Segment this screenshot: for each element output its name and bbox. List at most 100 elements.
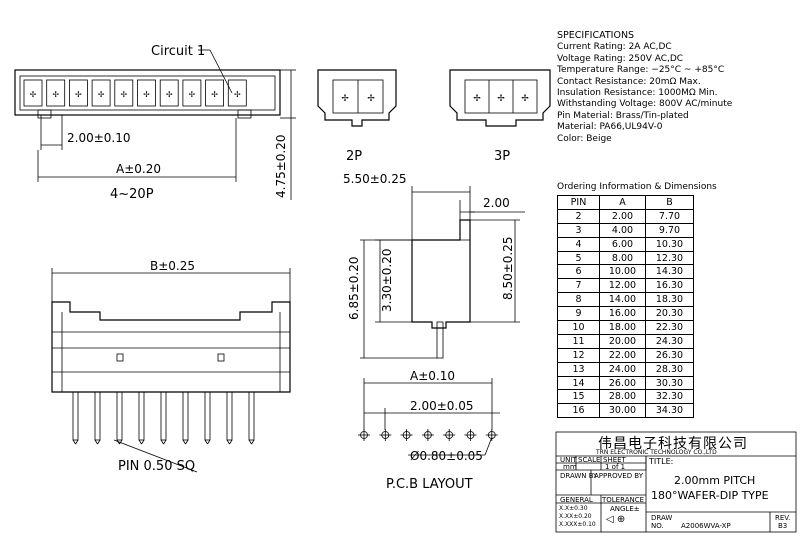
approved-by-label: APPROVED BY [594,472,644,480]
tolerance-1: X.X±0.30 [559,505,588,512]
pin-tip [138,439,142,445]
spec-line: Insulation Resistance: 1000MΩ Min. [557,88,718,99]
svg-text:✢: ✢ [497,94,505,104]
pin-mark-icon: ✢ [30,90,37,99]
pcb-holes [358,429,498,441]
table-cell: 32.30 [645,389,694,405]
table-cell: 10 [557,320,600,335]
rev-label: REV. [775,514,791,522]
view-3p: ✢ ✢ ✢ [449,69,551,127]
width-small-dim: 2.00 [483,196,510,210]
col-header-a: A [599,195,646,210]
sheet-label: SHEET [603,456,626,464]
table-cell: 2.00 [599,208,646,224]
pin-lead [204,391,211,441]
table-cell: 8 [557,292,600,308]
contact-slot [182,79,202,107]
spec-line: Material: PA66,UL94V-0 [557,122,663,133]
contact-slot [114,79,134,107]
table-cell: 18.30 [645,292,694,308]
front-view-pins [72,391,255,445]
scale-label: SCALE [578,456,601,464]
pin-tip [248,439,252,445]
pin-lead [182,391,189,441]
table-cell: 20.30 [645,306,694,322]
pin-mark-icon: ✢ [143,90,150,99]
table-cell: 14.00 [599,292,646,308]
contact-slot [205,79,225,107]
contact-slot [227,79,247,107]
table-cell: 30.30 [645,375,694,391]
table-cell: 7 [557,278,600,294]
rev-value: B3 [778,522,788,530]
pin-label: PIN 0.50 SQ [118,459,195,474]
table-cell: 7.70 [645,208,694,224]
table-cell: 4.00 [599,222,646,238]
pin-tip [141,439,145,445]
col-header-b: B [645,195,694,210]
table-cell: 14 [557,375,600,391]
pcb-layout-title: P.C.B LAYOUT [386,477,473,492]
pin-tip [163,439,167,445]
pitch-dim-top: 2.00±0.10 [67,131,131,145]
contact-slot [159,79,179,107]
top-view-contacts: ✢✢✢✢✢✢✢✢✢✢ [23,79,247,107]
table-cell: 20.00 [599,333,646,349]
pin-mark-icon: ✢ [120,90,127,99]
height-330-dim: 3.30±0.20 [380,249,394,313]
table-cell: 8.00 [599,250,646,266]
hole-dim: Ø0.80±0.05 [410,449,483,463]
table-cell: 28.00 [599,389,646,405]
pin-tip [226,439,230,445]
table-cell: 12.00 [599,278,646,294]
pin-tip [251,439,255,445]
general-label: GENERAL [560,496,593,504]
spec-line: Temperature Range: −25°C ~ +85°C [557,65,725,76]
pin-tip [160,439,164,445]
drawn-by-label: DRAWN BY [560,472,598,480]
spec-line: Contact Resistance: 20mΩ Max. [557,76,701,87]
pin-mark-icon: ✢ [166,90,173,99]
pcb-layout [358,378,500,456]
pin-lead [116,391,123,441]
table-cell: 2 [557,208,600,224]
pin-tip [97,439,101,445]
height-dim: 4.75±0.20 [274,135,288,199]
svg-text:✢: ✢ [521,94,529,104]
table-cell: 6.00 [599,236,646,252]
unit-label: UNIT [560,456,577,464]
pin-tip [204,439,208,445]
specifications: SPECIFICATIONS Current Rating: 2A AC,DC … [557,30,732,145]
spec-line: Pin Material: Brass/Tin-plated [557,110,689,121]
table-header-row: PIN A B [557,195,694,210]
pin-lead [138,391,145,441]
table-cell: 12.30 [645,250,694,266]
company-name-cn: 伟昌电子科技有限公司 [598,436,748,452]
table-cell: 10.00 [599,264,646,280]
table-cell: 28.30 [645,361,694,377]
a-dim-top: A±0.20 [116,162,161,176]
svg-text:✢: ✢ [341,94,349,104]
spec-line: Current Rating: 2A AC,DC [557,42,672,53]
table-cell: 30.00 [599,403,646,419]
tolerance-2: X.XX±0.20 [559,513,592,520]
title-line-2: 180°WAFER-DIP TYPE [651,489,769,502]
width-side-dim: 5.50±0.25 [343,172,407,186]
table-cell: 22.00 [599,347,646,363]
table-cell: 16 [557,403,600,419]
unit-value: mm [563,463,577,471]
angle-label: ANGLE± [610,505,640,513]
pin-lead [72,391,79,441]
table-cell: 12 [557,347,600,363]
ordering-title: Ordering Information & Dimensions [557,182,717,192]
svg-text:✢: ✢ [473,94,481,104]
title-label: TITLE: [649,457,674,466]
spec-line: Color: Beige [557,133,612,144]
label-3p: 3P [494,149,510,164]
table-cell: 24.00 [599,361,646,377]
